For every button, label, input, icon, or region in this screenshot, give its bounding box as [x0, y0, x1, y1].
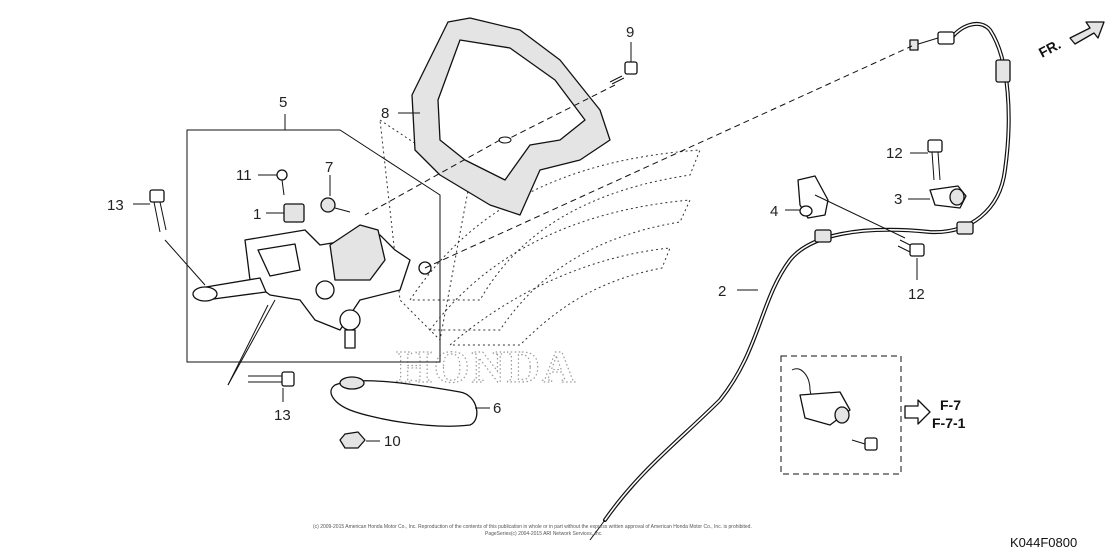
part-13-bolt-lower [248, 371, 295, 387]
callout-3: 3 [894, 191, 902, 208]
copyright-line-2: PageSeries(c) 2004-2015 ARI Network Serv… [485, 531, 603, 537]
part-8-cover [411, 17, 611, 216]
front-direction-arrow-icon [1069, 21, 1105, 45]
reference-label-f7-1: F-7-1 [932, 415, 966, 431]
callout-1: 1 [253, 206, 261, 223]
inset-bracket-assembly [791, 368, 878, 451]
callout-4: 4 [770, 203, 778, 220]
leader-8-dashed [364, 139, 501, 216]
callout-13-lower: 13 [274, 407, 291, 424]
callout-5: 5 [279, 94, 287, 111]
callout-2: 2 [718, 283, 726, 300]
part-5-lever-assembly [192, 224, 432, 349]
callout-7: 7 [325, 159, 333, 176]
part-2-cable [589, 21, 1011, 541]
part-6-grip [330, 376, 478, 427]
callout-12-lower: 12 [908, 286, 925, 303]
part-4-bracket [797, 175, 829, 219]
callout-9: 9 [626, 24, 634, 41]
part-12-bolt-upper [927, 139, 943, 181]
part-7-fitting [320, 197, 351, 213]
callout-12-upper: 12 [886, 145, 903, 162]
leader-13b-to-part2 [227, 299, 276, 386]
leader-13a-to-part [164, 239, 206, 286]
part-3-clip [929, 185, 967, 209]
leader-13b-to-part [227, 304, 269, 386]
honda-watermark-text: HONDA [396, 341, 577, 392]
assembly-box-5 [186, 129, 441, 363]
part-12-bolt-lower [897, 239, 925, 257]
part-1-switch [283, 203, 305, 223]
part-13-bolt-upper [149, 189, 167, 233]
callout-10: 10 [384, 433, 401, 450]
copyright-line-1: (c) 2009-2015 American Honda Motor Co., … [313, 524, 752, 530]
callout-13-upper: 13 [107, 197, 124, 214]
leader-4-to-bolt [814, 194, 906, 239]
callout-11: 11 [236, 167, 252, 184]
callout-6: 6 [493, 400, 501, 417]
part-10-nut [339, 431, 366, 449]
part-11-screw [276, 169, 288, 196]
diagram-code: K044F0800 [1010, 535, 1077, 550]
part-9-bolt [609, 61, 638, 85]
callout-8: 8 [381, 105, 389, 122]
reference-label-f7: F-7 [940, 397, 961, 413]
front-direction-label: FR. [1036, 36, 1063, 61]
reference-arrow-icon [904, 399, 931, 425]
reference-inset-box [780, 355, 902, 475]
